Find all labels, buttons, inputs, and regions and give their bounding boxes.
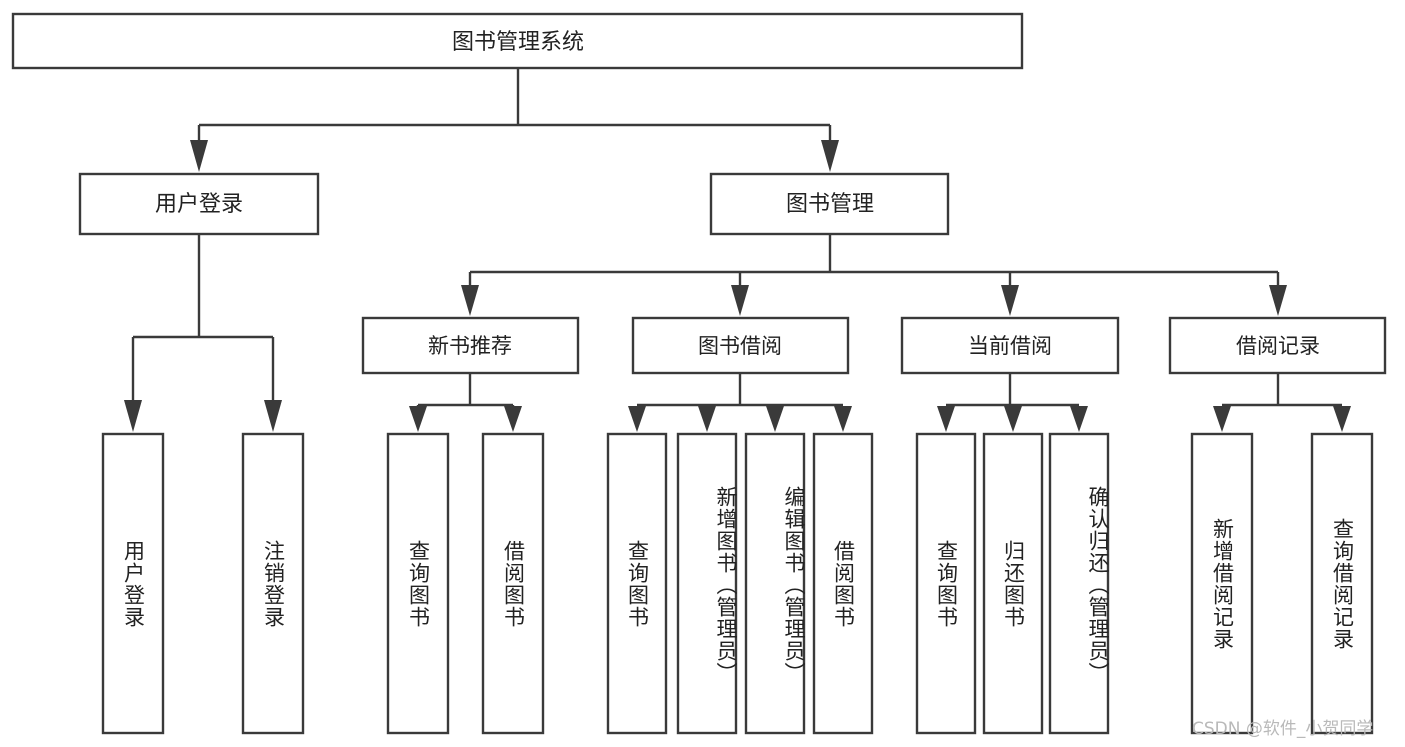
arrowhead-leaf-borrow-book-1 — [504, 406, 522, 432]
node-book-manage[interactable]: 图书管理 — [709, 172, 950, 236]
node-root-rect[interactable] — [11, 12, 1024, 70]
arrowhead-leaf-query-book-1 — [409, 406, 427, 432]
arrowhead-leaf-add-borrow-record — [1213, 406, 1231, 432]
leaf-user-login-rect[interactable] — [101, 432, 165, 735]
node-new-book-recommend-label: 新书推荐 — [428, 334, 512, 358]
node-book-borrow[interactable]: 图书借阅 — [631, 316, 850, 375]
arrowhead-user-login — [190, 140, 208, 172]
arrowhead-leaf-query-book-3 — [937, 406, 955, 432]
node-current-borrow-label: 当前借阅 — [968, 334, 1052, 358]
csdn-watermark: CSDN @软件_小贺同学 — [1192, 719, 1374, 739]
connector-group-new-book-recommend — [409, 373, 522, 432]
leaf-edit-book-admin-rect[interactable] — [744, 432, 806, 735]
node-new-book-recommend[interactable]: 新书推荐 — [361, 316, 580, 375]
arrowhead-leaf-confirm-return-admin — [1070, 406, 1088, 432]
connector-group-current-borrow — [937, 373, 1088, 432]
arrowhead-leaf-edit-book-admin — [766, 406, 784, 432]
arrowhead-leaf-query-borrow-record — [1333, 406, 1351, 432]
arrowhead-book-manage — [821, 140, 839, 172]
arrowhead-leaf-borrow-book-2 — [834, 406, 852, 432]
arrowhead-leaf-user-login — [124, 400, 142, 432]
node-root-label: 图书管理系统 — [452, 30, 584, 55]
connector-group-borrow-record — [1213, 373, 1351, 432]
leaf-add-book-admin-rect[interactable] — [676, 432, 738, 735]
arrowhead-book-borrow — [731, 285, 749, 316]
node-current-borrow[interactable]: 当前借阅 — [900, 316, 1120, 375]
node-current-borrow-rect[interactable] — [900, 316, 1120, 375]
node-book-manage-label: 图书管理 — [786, 192, 874, 217]
arrowhead-leaf-user-logout — [264, 400, 282, 432]
arrowhead-borrow-record — [1269, 285, 1287, 316]
node-user-login[interactable]: 用户登录 — [78, 172, 320, 236]
connector-group-root — [190, 68, 839, 172]
leaf-query-book-1-rect[interactable] — [386, 432, 450, 735]
arrowhead-leaf-query-book-2 — [628, 406, 646, 432]
arrowhead-new-book-recommend — [461, 285, 479, 316]
node-root[interactable]: 图书管理系统 — [11, 12, 1024, 70]
leaf-borrow-book-1-rect[interactable] — [481, 432, 545, 735]
node-borrow-record-label: 借阅记录 — [1236, 334, 1320, 358]
arrowhead-current-borrow — [1001, 285, 1019, 316]
arrowhead-leaf-return-book — [1004, 406, 1022, 432]
node-new-book-recommend-rect[interactable] — [361, 316, 580, 375]
arrowhead-leaf-add-book-admin — [698, 406, 716, 432]
node-book-manage-rect[interactable] — [709, 172, 950, 236]
leaf-query-book-3-rect[interactable] — [915, 432, 977, 735]
leaf-return-book-rect[interactable] — [982, 432, 1044, 735]
node-book-borrow-label: 图书借阅 — [698, 334, 782, 358]
node-user-login-rect[interactable] — [78, 172, 320, 236]
leaf-add-borrow-record-rect[interactable] — [1190, 432, 1254, 735]
node-borrow-record-rect[interactable] — [1168, 316, 1387, 375]
node-user-login-label: 用户登录 — [155, 192, 243, 217]
node-borrow-record[interactable]: 借阅记录 — [1168, 316, 1387, 375]
leaf-rect-group — [101, 432, 1374, 735]
leaf-query-borrow-record-rect[interactable] — [1310, 432, 1374, 735]
connector-group-user-login — [124, 234, 282, 432]
leaf-user-logout-rect[interactable] — [241, 432, 305, 735]
leaf-borrow-book-2-rect[interactable] — [812, 432, 874, 735]
leaf-confirm-return-admin-rect[interactable] — [1048, 432, 1110, 735]
connector-group-book-manage — [461, 234, 1287, 316]
connector-group-book-borrow — [628, 373, 852, 432]
node-book-borrow-rect[interactable] — [631, 316, 850, 375]
leaf-query-book-2-rect[interactable] — [606, 432, 668, 735]
